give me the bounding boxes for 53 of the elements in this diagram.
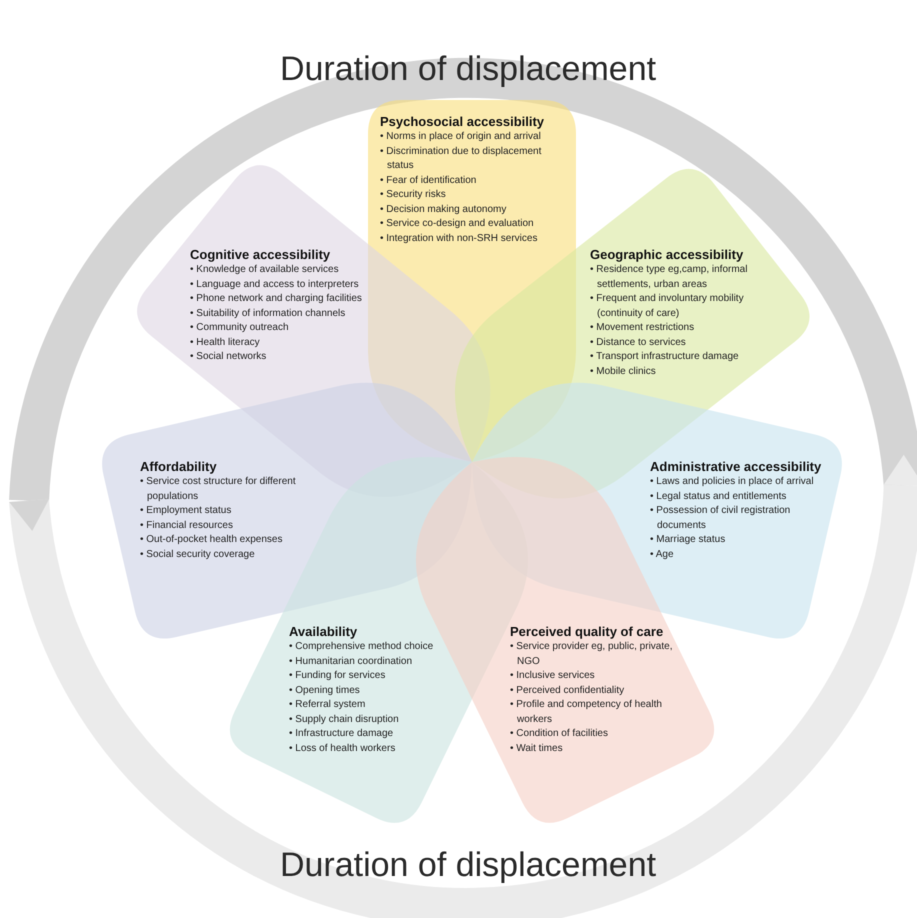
- bullet-item: • Referral system: [289, 698, 366, 712]
- bullet-item: • Service cost structure for different populations: [140, 475, 297, 504]
- bullet-item: • Decision making autonomy: [380, 202, 508, 216]
- bullet-item: • Legal status and entitlements: [650, 490, 788, 504]
- petal-heading: Availability: [289, 623, 358, 640]
- bullet-item: • Opening times: [289, 684, 361, 698]
- bullet-item: • Movement restrictions: [590, 321, 696, 335]
- bullet-item: • Comprehensive method choice: [289, 640, 434, 654]
- bullet-item: • Supply chain disruption: [289, 712, 400, 726]
- bullet-item: • Norms in place of origin and arrival: [380, 130, 542, 144]
- bullet-item: • Service co-design and evaluation: [380, 217, 535, 231]
- petal-heading: Perceived quality of care: [510, 623, 664, 640]
- bullet-item: • Phone network and charging facilities: [190, 292, 363, 306]
- ring-label: Duration of displacement: [278, 52, 658, 86]
- bullet-item: • Out-of-pocket health expenses: [140, 533, 284, 547]
- bullet-item: • Security risks: [380, 188, 447, 202]
- bullet-item: • Funding for services: [289, 669, 386, 683]
- petal-heading: Administrative accessibility: [650, 458, 822, 475]
- bullet-item: • Wait times: [510, 742, 564, 756]
- bullet-item: • Employment status: [140, 504, 232, 518]
- bullet-item: • Perceived confidentiality: [510, 684, 626, 698]
- bullet-item: • Transport infrastructure damage: [590, 350, 740, 364]
- bullet-item: • Fear of identification: [380, 174, 478, 188]
- bullet-item: • Knowledge of available services: [190, 263, 340, 277]
- bullet-item: • Financial resources: [140, 518, 234, 532]
- bullet-item: • Service provider eg, public, private, NGO: [510, 640, 674, 668]
- bullet-item: • Loss of health workers: [289, 742, 396, 756]
- bullet-item: • Social networks: [190, 350, 268, 364]
- bullet-item: • Possession of civil registration documents: [650, 504, 792, 532]
- petal-heading: Psychosocial accessibility: [380, 113, 546, 130]
- petal-heading: Affordability: [140, 458, 218, 475]
- bullet-item: • Profile and competency of health workers: [510, 698, 663, 726]
- petal-heading: Cognitive accessibility: [190, 246, 332, 263]
- bullet-item: • Language and access to interpreters: [190, 278, 360, 292]
- bullet-item: • Social security coverage: [140, 548, 256, 562]
- bullet-item: • Suitability of information channels: [190, 306, 346, 320]
- bullet-item: • Integration with non-SRH services: [380, 232, 538, 246]
- bullet-item: • Infrastructure damage: [289, 727, 394, 741]
- bullet-item: • Discrimination due to displacement status: [380, 144, 542, 173]
- bullet-item: • Condition of facilities: [510, 727, 609, 741]
- bullet-item: • Inclusive services: [510, 669, 596, 683]
- bullet-item: • Marriage status: [650, 533, 726, 547]
- bullet-item: • Distance to services: [590, 336, 687, 350]
- bullet-item: • Frequent and involuntary mobility (continuity of care): [590, 292, 745, 320]
- ring-label: Duration of displacement: [278, 848, 658, 882]
- bullet-item: • Residence type eg,camp, informal settlements, urban areas: [590, 263, 748, 292]
- bullet-item: • Humanitarian coordination: [289, 654, 414, 668]
- bullet-item: • Community outreach: [190, 321, 290, 335]
- bullet-item: • Age: [650, 548, 675, 562]
- petal-heading: Geographic accessibility: [590, 246, 744, 263]
- bullet-item: • Health literacy: [190, 336, 261, 350]
- bullet-item: • Laws and policies in place of arrival: [650, 475, 815, 489]
- bullet-item: • Mobile clinics: [590, 364, 657, 378]
